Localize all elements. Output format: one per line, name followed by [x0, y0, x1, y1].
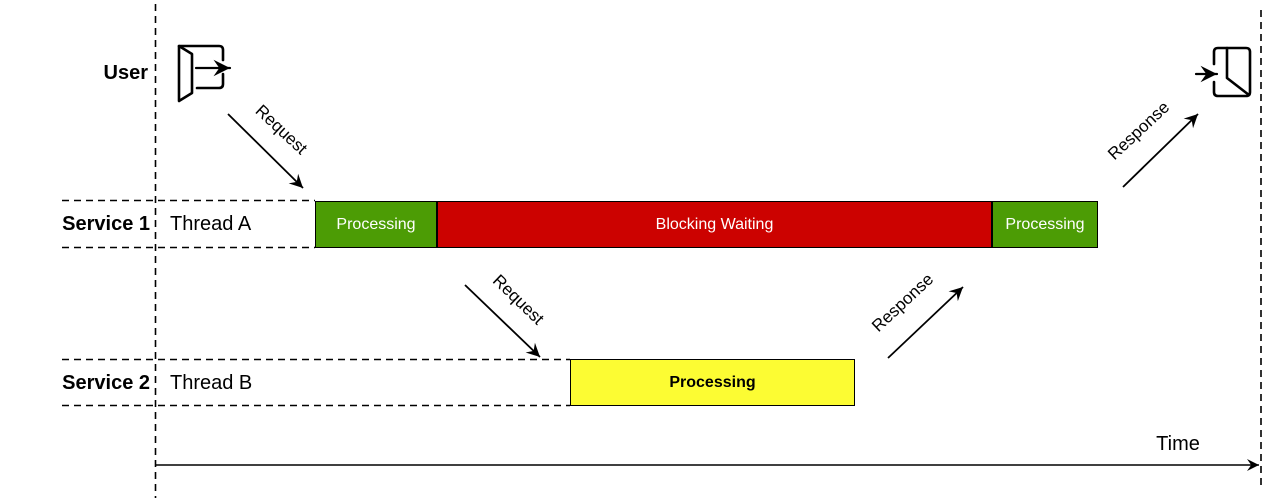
service1-processing-bar-2: Processing: [992, 201, 1098, 248]
service2-actor-label: Service 2: [62, 372, 150, 394]
service2-processing-bar: Processing: [570, 359, 855, 406]
request-arrow-service1-to-service2: [464, 284, 541, 358]
bar-label: Processing: [1005, 215, 1085, 233]
bar-label: Processing: [669, 373, 756, 391]
response-arrow-service1-to-user: [1122, 113, 1199, 188]
service1-actor-label: Service 1: [62, 213, 150, 235]
service1-lane-outline: [62, 199, 315, 249]
time-axis-label: Time: [1156, 433, 1200, 455]
service2-lane-outline: [62, 358, 570, 407]
service1-blocking-waiting-bar: Blocking Waiting: [437, 201, 992, 248]
bar-label: Blocking Waiting: [655, 215, 774, 233]
user-actor-label: User: [103, 62, 148, 84]
door-out-icon: [1194, 46, 1252, 98]
service1-processing-bar-1: Processing: [315, 201, 437, 248]
bar-label: Processing: [336, 215, 416, 233]
service1-thread-label: Thread A: [170, 213, 252, 235]
response-arrow-service2-to-service1: [887, 286, 964, 359]
service2-thread-label: Thread B: [170, 372, 253, 394]
door-in-icon: [177, 44, 232, 103]
request-arrow-user-to-service1: [227, 113, 304, 189]
